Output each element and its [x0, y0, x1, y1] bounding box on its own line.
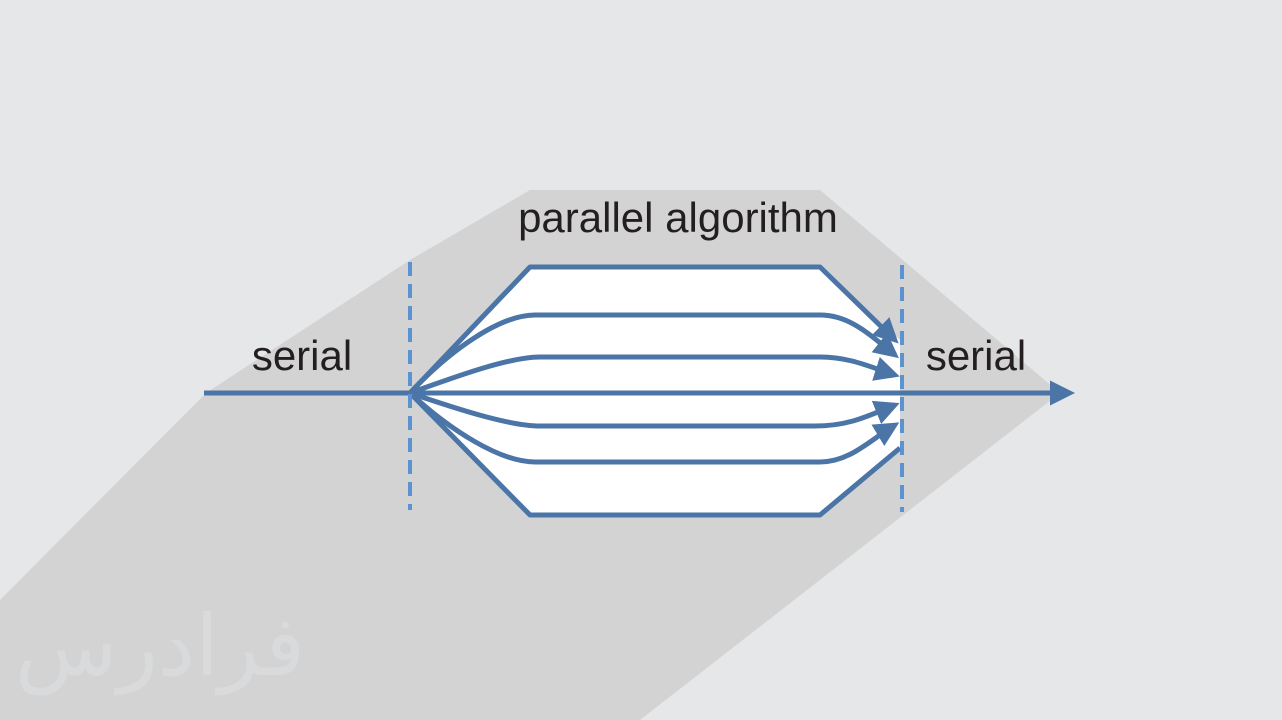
serial-label-right: serial	[926, 332, 1026, 379]
parallel-lane-5	[409, 390, 900, 429]
parallel-lane-3	[409, 354, 900, 396]
watermark-logo: فرادرس	[15, 597, 305, 696]
serial-label-left: serial	[252, 332, 352, 379]
parallel-algorithm-title: parallel algorithm	[518, 194, 838, 241]
parallel-lane-6	[408, 391, 900, 465]
parallel-lane-top-outer	[408, 264, 899, 395]
parallel-lane-2	[408, 312, 899, 395]
parallel-lane-bottom-outer	[408, 391, 902, 518]
